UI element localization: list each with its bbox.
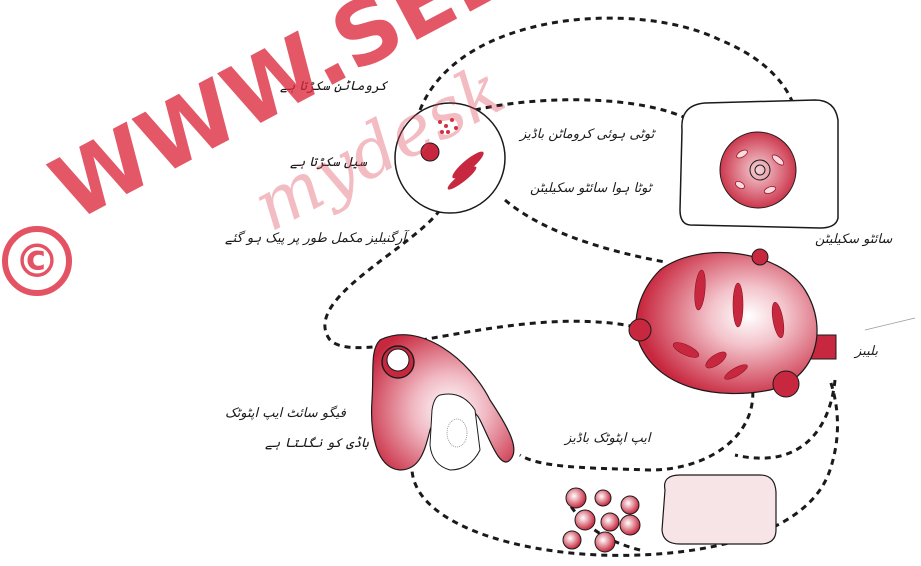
label-phagocyte-line1: فیگو سائٹ ایپ اپٹوٹک xyxy=(225,407,346,420)
label-chromatin-condenses: کروماٹن سکڑتا ہے xyxy=(280,80,387,93)
label-broken-cytoskeleton: ٹوٹا ہوا سائٹو سکیلیٹن xyxy=(530,182,651,195)
bleb-leader xyxy=(865,318,915,330)
path-shrunk-to-bleb xyxy=(505,200,665,262)
label-phagocyte-line2: باڈی کو نگلتا ہے xyxy=(265,437,369,450)
normal-cell xyxy=(680,100,838,228)
label-broken-chromatin-bodies: ٹوٹی ہوئی کروماٹن باڈیز xyxy=(520,128,654,141)
label-organelles-packed: آرگنیلیز مکمل طور پر پیک ہو گئے xyxy=(225,232,406,245)
label-apoptotic-bodies: ایپ اپٹوٹک باڈیز xyxy=(565,432,651,445)
label-blebs: بلیبز xyxy=(855,345,878,358)
apoptotic-bodies-cluster xyxy=(563,488,640,552)
shrinking-cell xyxy=(395,103,505,213)
dissolved-body xyxy=(662,475,776,544)
path-chromatin-to-normal-cell xyxy=(475,100,690,120)
phagocyte xyxy=(372,335,514,470)
blebbing-cell xyxy=(629,249,836,397)
label-cytoskeleton: سائٹو سکیلیٹن xyxy=(815,233,892,246)
path-top-arc xyxy=(420,18,795,110)
label-cell-shrinks: سیل سکڑتا ہے xyxy=(290,156,367,169)
